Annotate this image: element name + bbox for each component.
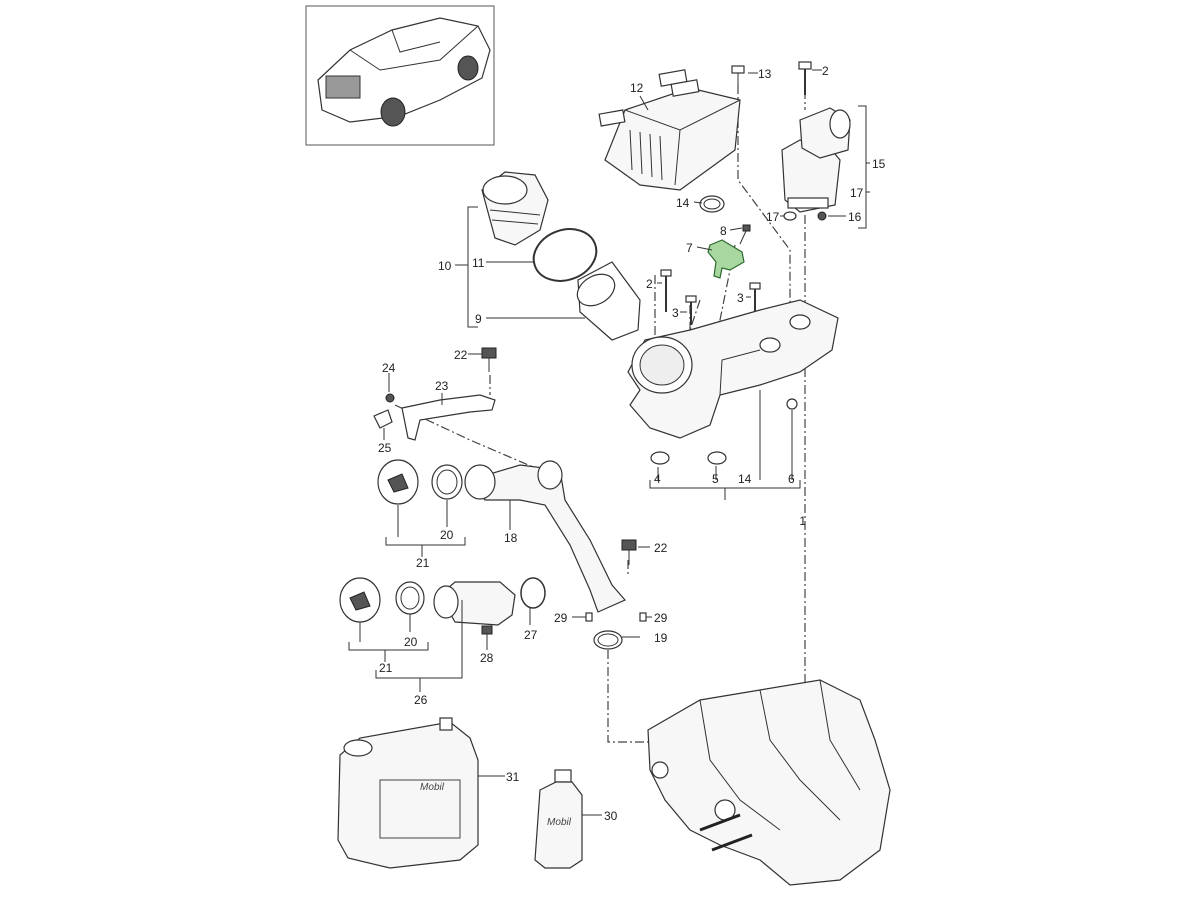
filler-housing-part-15[interactable] bbox=[781, 107, 851, 213]
screw-part-28[interactable] bbox=[481, 625, 493, 635]
callout-13[interactable]: 13 bbox=[758, 67, 772, 81]
pin-part-29-right[interactable] bbox=[639, 612, 647, 622]
callout-15[interactable]: 15 bbox=[872, 157, 886, 171]
callout-21-lower[interactable]: 21 bbox=[379, 661, 393, 675]
callout-6[interactable]: 6 bbox=[788, 472, 795, 486]
bolt-part-22-upper[interactable] bbox=[481, 347, 497, 372]
filler-tube-part-18[interactable] bbox=[464, 460, 626, 613]
bracket-10 bbox=[467, 206, 478, 328]
callout-7[interactable]: 7 bbox=[686, 241, 693, 255]
callout-24[interactable]: 24 bbox=[382, 361, 396, 375]
bolt-part-13[interactable] bbox=[731, 65, 745, 85]
bracket-17-15 bbox=[858, 105, 867, 229]
filter-cap-part-10[interactable] bbox=[481, 171, 549, 246]
leader-lines bbox=[359, 69, 870, 816]
seal-part-17[interactable] bbox=[783, 211, 797, 221]
callout-9[interactable]: 9 bbox=[475, 312, 482, 326]
callout-29-right[interactable]: 29 bbox=[654, 611, 668, 625]
cap-part-21-upper[interactable] bbox=[377, 459, 419, 505]
callout-16[interactable]: 16 bbox=[848, 210, 862, 224]
bracket-part-23[interactable] bbox=[401, 394, 496, 441]
callout-1[interactable]: 1 bbox=[799, 514, 806, 528]
seal-part-6[interactable] bbox=[786, 398, 798, 410]
callout-29-left[interactable]: 29 bbox=[554, 611, 568, 625]
bolt-part-3-right[interactable] bbox=[749, 282, 761, 315]
callout-17-small[interactable]: 17 bbox=[766, 210, 780, 224]
bracket-21-upper bbox=[385, 537, 466, 557]
callout-31[interactable]: 31 bbox=[506, 770, 520, 784]
pin-part-29-left[interactable] bbox=[585, 612, 593, 622]
callout-19[interactable]: 19 bbox=[654, 631, 668, 645]
oil-cooler-part-12[interactable] bbox=[598, 69, 741, 191]
seal-part-5[interactable] bbox=[707, 451, 727, 465]
engine-assembly[interactable] bbox=[647, 679, 891, 886]
seal-part-20-lower[interactable] bbox=[395, 581, 425, 615]
bolt-part-3-left[interactable] bbox=[685, 295, 697, 325]
seal-part-19[interactable] bbox=[593, 630, 623, 650]
callout-26[interactable]: 26 bbox=[414, 693, 428, 707]
callout-12[interactable]: 12 bbox=[630, 81, 644, 95]
gasket-part-27[interactable] bbox=[520, 577, 546, 609]
callout-18[interactable]: 18 bbox=[504, 531, 518, 545]
bolt-part-22-lower[interactable] bbox=[621, 539, 637, 565]
callout-20-lower[interactable]: 20 bbox=[404, 635, 418, 649]
oil-filter-part-9[interactable] bbox=[572, 261, 641, 341]
bracket-1 bbox=[649, 480, 801, 500]
bracket-21-lower bbox=[348, 642, 429, 662]
callout-25[interactable]: 25 bbox=[378, 441, 392, 455]
callout-27[interactable]: 27 bbox=[524, 628, 538, 642]
seal-part-14-upper[interactable] bbox=[699, 195, 725, 213]
callout-17-bracket[interactable]: 17 bbox=[850, 186, 864, 200]
oil-canister-part-31[interactable] bbox=[337, 717, 479, 869]
callout-numbers: 1 2 2 3 3 4 5 6 7 8 9 10 11 12 13 14 14 … bbox=[378, 64, 886, 823]
callout-21-upper[interactable]: 21 bbox=[416, 556, 430, 570]
callout-28[interactable]: 28 bbox=[480, 651, 494, 665]
callout-11[interactable]: 11 bbox=[472, 256, 485, 270]
cap-part-21-lower[interactable] bbox=[339, 577, 381, 623]
seal-part-20-upper[interactable] bbox=[431, 464, 463, 500]
seal-part-4[interactable] bbox=[650, 451, 670, 465]
callout-20-upper[interactable]: 20 bbox=[440, 528, 454, 542]
callout-14-upper[interactable]: 14 bbox=[676, 196, 690, 210]
housing-part-1[interactable] bbox=[627, 299, 839, 439]
callout-22-upper[interactable]: 22 bbox=[454, 348, 468, 362]
canister-brand-label: Mobil bbox=[420, 782, 445, 793]
callout-23[interactable]: 23 bbox=[435, 379, 449, 393]
vehicle-thumbnail[interactable] bbox=[305, 5, 495, 146]
callout-4[interactable]: 4 bbox=[654, 472, 661, 486]
callout-10[interactable]: 10 bbox=[438, 259, 452, 273]
bolt-part-2-mid[interactable] bbox=[660, 269, 672, 312]
callout-3-right[interactable]: 3 bbox=[737, 291, 744, 305]
filler-neck-part-26[interactable] bbox=[433, 581, 516, 626]
callout-2-top[interactable]: 2 bbox=[822, 64, 829, 78]
callout-5[interactable]: 5 bbox=[712, 472, 719, 486]
seal-part-16[interactable] bbox=[817, 211, 827, 221]
callout-14-lower[interactable]: 14 bbox=[738, 472, 752, 486]
bottle-brand-label: Mobil bbox=[547, 817, 572, 828]
screw-part-24[interactable] bbox=[385, 393, 395, 403]
clip-part-25[interactable] bbox=[373, 409, 393, 429]
callout-3-left[interactable]: 3 bbox=[672, 306, 679, 320]
sensor-part-7-highlighted[interactable] bbox=[707, 239, 745, 279]
o-ring-part-11[interactable] bbox=[526, 221, 603, 290]
oil-bottle-part-30[interactable] bbox=[534, 769, 583, 869]
bracket-26 bbox=[375, 600, 463, 692]
callout-22-lower[interactable]: 22 bbox=[654, 541, 668, 555]
screw-part-8[interactable] bbox=[739, 224, 751, 245]
callout-30[interactable]: 30 bbox=[604, 809, 618, 823]
callout-8[interactable]: 8 bbox=[720, 224, 727, 238]
bolt-part-2-top[interactable] bbox=[798, 61, 812, 95]
callout-2-mid[interactable]: 2 bbox=[646, 277, 653, 291]
